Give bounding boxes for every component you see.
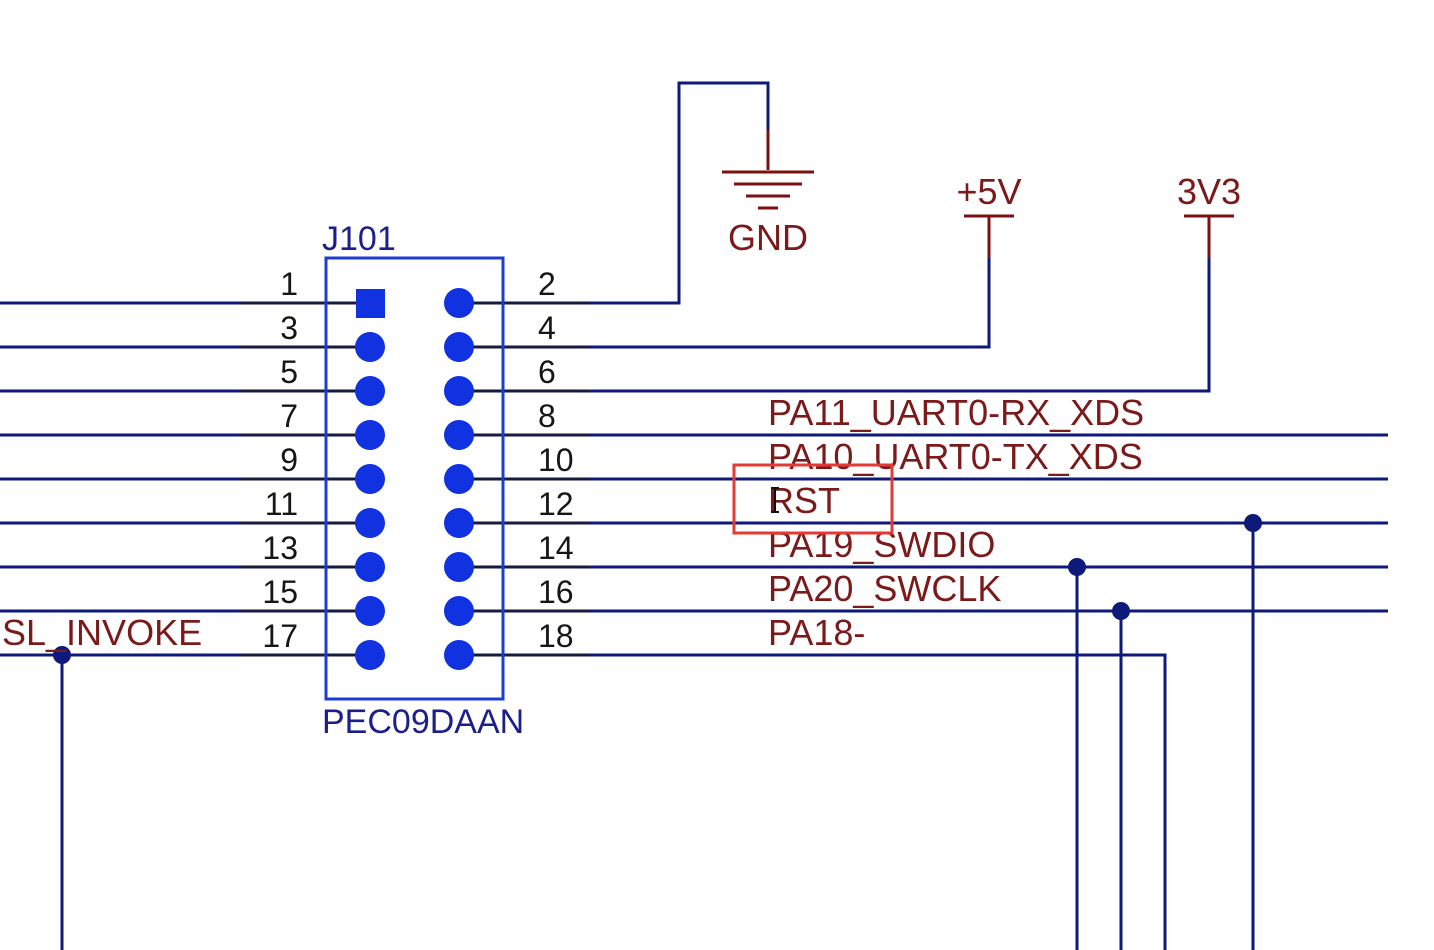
net-label-pin12: RST	[768, 480, 840, 521]
junction-swdio	[1068, 558, 1086, 576]
junction-pin17	[53, 646, 71, 664]
pin14-marker	[444, 552, 474, 582]
pin-number: 9	[280, 442, 298, 478]
pin-number: 1	[280, 266, 298, 302]
component-designator: J101	[322, 220, 396, 258]
pin13-marker	[355, 552, 385, 582]
left-wires	[0, 301, 240, 950]
pin3-marker	[355, 332, 385, 362]
net-labels: PA11_UART0-RX_XDS PA10_UART0-TX_XDS RST …	[2, 392, 1144, 653]
net-label-pin16: PA20_SWCLK	[768, 568, 1001, 609]
junction-rst	[1244, 514, 1262, 532]
pin1-square-marker	[356, 289, 385, 318]
pin-number: 15	[262, 574, 298, 610]
pin-number: 10	[538, 442, 574, 478]
power-5v-label: +5V	[956, 171, 1021, 212]
pin12-marker	[444, 508, 474, 538]
pin11-marker	[355, 508, 385, 538]
connector-body	[324, 256, 505, 701]
text-cursor-icon	[771, 487, 779, 513]
pin-number: 2	[538, 266, 556, 302]
pin-markers	[355, 288, 474, 670]
right-wires	[590, 81, 1388, 950]
gnd-label: GND	[728, 217, 808, 258]
pin-number: 8	[538, 398, 556, 434]
pin16-marker	[444, 596, 474, 626]
junctions	[53, 514, 1262, 664]
pin-number: 6	[538, 354, 556, 390]
rst-highlight-box	[732, 463, 894, 535]
power-3v3-label: 3V3	[1177, 171, 1241, 212]
net-label-pin17: SL_INVOKE	[2, 612, 202, 653]
pin-number: 12	[538, 486, 574, 522]
pin-numbers: 1 3 5 7 9 11 13 15 17 2 4 6 8 10 12 14 1…	[262, 266, 573, 654]
pin18-marker	[444, 640, 474, 670]
wire-pin18	[590, 653, 1167, 950]
pin-number: 11	[265, 486, 298, 522]
vcc-3v3-symbol-icon	[1184, 214, 1234, 258]
pin4-marker	[444, 332, 474, 362]
right-pin-stubs	[459, 301, 590, 657]
component-part-number: PEC09DAAN	[322, 703, 524, 741]
pin-number: 18	[538, 618, 574, 654]
pin9-marker	[355, 464, 385, 494]
pin-number: 4	[538, 310, 556, 346]
pin-number: 5	[280, 354, 298, 390]
wire-pin2-gnd	[590, 81, 770, 305]
left-pin-stubs	[240, 301, 370, 657]
pin8-marker	[444, 420, 474, 450]
wire-pin4-5v	[590, 258, 991, 349]
pin6-marker	[444, 376, 474, 406]
pin15-marker	[355, 596, 385, 626]
net-label-pin18: PA18-	[768, 612, 865, 653]
pin5-marker	[355, 376, 385, 406]
pin-number: 7	[280, 398, 298, 434]
pin-number: 16	[538, 574, 574, 610]
pin2-marker	[444, 288, 474, 318]
pin17-marker	[355, 640, 385, 670]
pin-number: 14	[538, 530, 574, 566]
vcc-5v-symbol-icon	[964, 214, 1014, 258]
pin-number: 13	[262, 530, 298, 566]
wire-pin6-3v3	[590, 258, 1211, 393]
pin7-marker	[355, 420, 385, 450]
net-label-pin14: PA19_SWDIO	[768, 524, 995, 565]
pin10-marker	[444, 464, 474, 494]
pin-number: 3	[280, 310, 298, 346]
junction-swclk	[1112, 602, 1130, 620]
gnd-symbol-icon	[722, 130, 814, 210]
net-label-pin8: PA11_UART0-RX_XDS	[768, 392, 1144, 433]
net-label-pin10: PA10_UART0-TX_XDS	[768, 436, 1143, 477]
pin-number: 17	[262, 618, 298, 654]
